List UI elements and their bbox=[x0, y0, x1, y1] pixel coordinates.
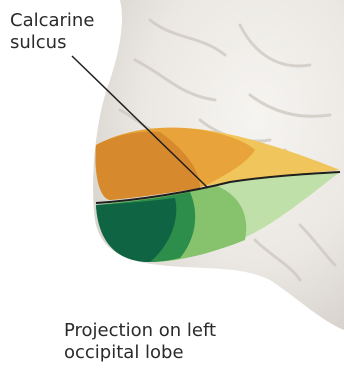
projection-caption: Projection on left occipital lobe bbox=[64, 320, 216, 364]
projection-caption-line2: occipital lobe bbox=[64, 342, 216, 364]
calcarine-label-line1: Calcarine bbox=[10, 10, 94, 32]
projection-caption-line1: Projection on left bbox=[64, 320, 216, 342]
calcarine-label-line2: sulcus bbox=[10, 32, 94, 54]
calcarine-sulcus-label: Calcarine sulcus bbox=[10, 10, 94, 54]
